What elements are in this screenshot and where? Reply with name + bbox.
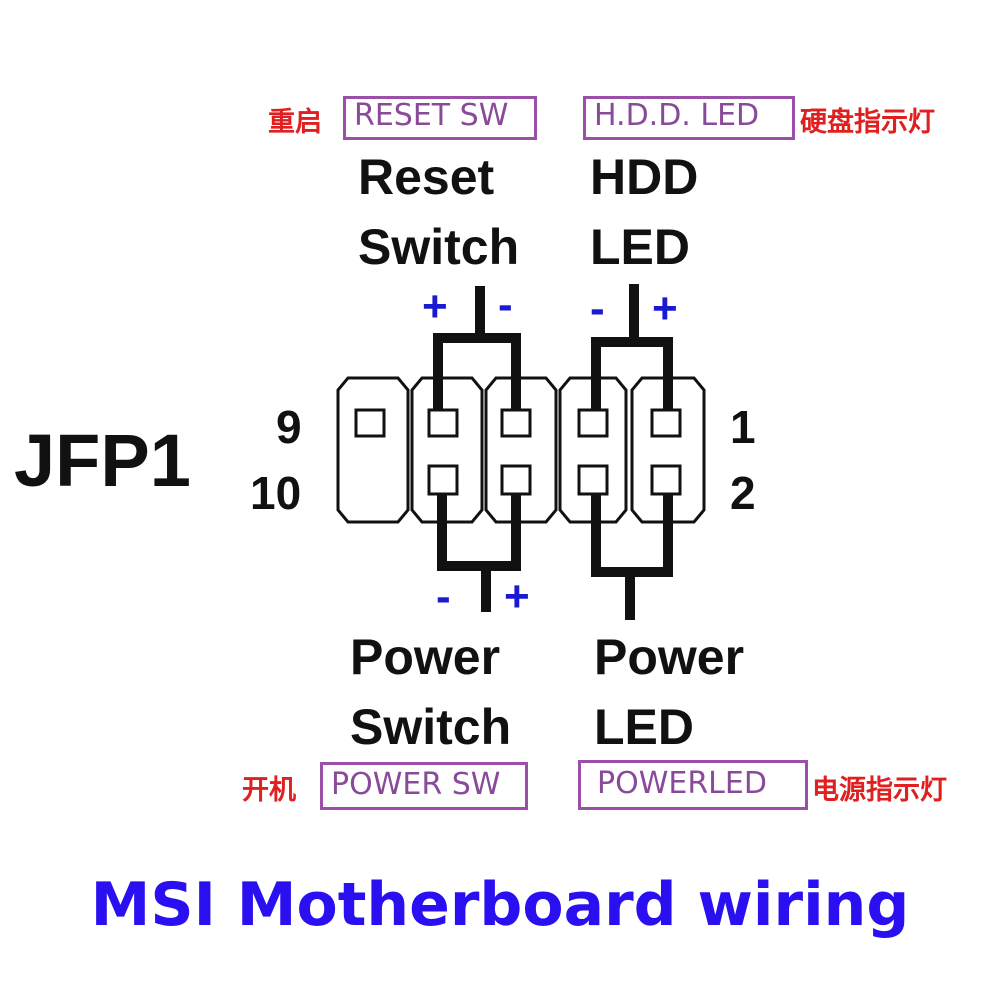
pin-1-label: 1: [730, 401, 756, 453]
pin-9: [354, 408, 386, 438]
pin-housing-hdd-2: [630, 376, 706, 524]
hdd-cn-label: 硬盘指示灯: [800, 107, 935, 138]
pin-1: [650, 408, 682, 438]
pin-10-label: 10: [250, 467, 302, 519]
pin-9-label: 9: [276, 401, 302, 453]
pin-2: [650, 464, 682, 496]
pin-8: [427, 464, 459, 496]
hdd-minus-sign: -: [590, 284, 605, 333]
pin-6: [500, 464, 532, 496]
reset-plus-sign: +: [422, 282, 448, 331]
pin-2-label: 2: [730, 467, 756, 519]
hdd-plus-sign: +: [652, 284, 678, 333]
reset-line2: Switch: [358, 219, 520, 275]
reset-minus-sign: -: [498, 280, 513, 329]
pin-3: [577, 408, 609, 438]
page-title: MSI Motherboard wiring: [90, 870, 910, 940]
pin-housing-key: [336, 376, 410, 524]
header-name: JFP1: [14, 419, 191, 502]
power-sw-plus-sign: +: [504, 572, 530, 621]
power-sw-minus-sign: -: [436, 572, 451, 621]
reset-line1: Reset: [358, 149, 495, 205]
power-sw-line2: Switch: [350, 699, 512, 755]
reset-cn-label: 重启: [268, 107, 322, 138]
power-led-line1: Power: [594, 629, 745, 685]
hdd-line1: HDD: [590, 149, 699, 205]
hdd-line2: LED: [590, 219, 690, 275]
pin-5: [500, 408, 532, 438]
power-led-cn-label: 电源指示灯: [812, 775, 947, 806]
pin-7: [427, 408, 459, 438]
pin-4: [577, 464, 609, 496]
power-led-line2: LED: [594, 699, 694, 755]
power-sw-line1: Power: [350, 629, 501, 685]
power-sw-box: POWER SW: [320, 762, 528, 810]
power-sw-cn-label: 开机: [242, 775, 296, 806]
reset-sw-box: RESET SW: [343, 96, 537, 140]
power-sw-wire: [437, 495, 521, 571]
pin-housing-hdd: [558, 376, 628, 524]
power-led-box: POWERLED: [578, 760, 808, 810]
hdd-led-box: H.D.D. LED: [583, 96, 795, 140]
